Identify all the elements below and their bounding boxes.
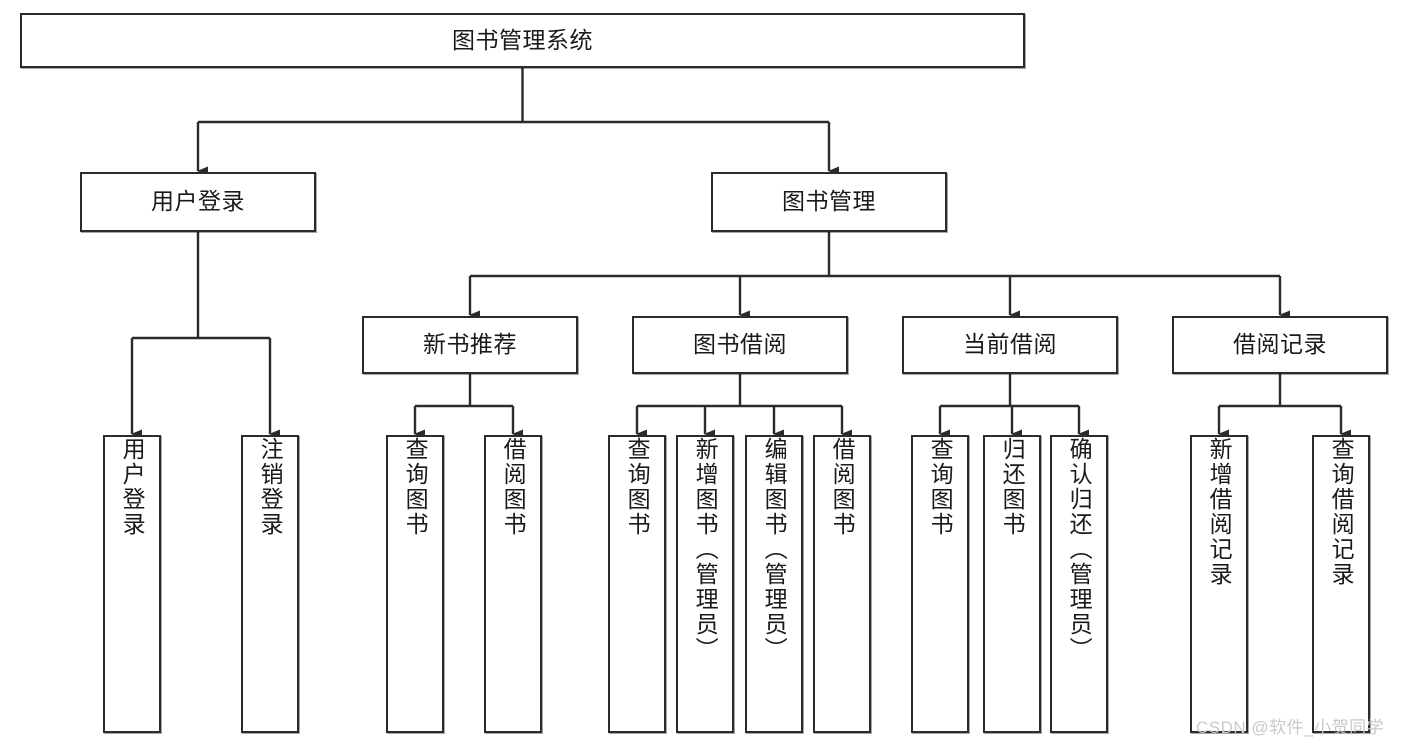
node-label: 查询借阅记录 (1328, 437, 1355, 587)
watermark: CSDN @软件_小贺同学 (1196, 718, 1385, 737)
node-label: 查询图书 (624, 437, 651, 537)
node-leaf7: 编辑图书（管理员） (745, 435, 803, 733)
node-records: 借阅记录 (1172, 316, 1388, 374)
node-leaf12: 新增借阅记录 (1190, 435, 1248, 733)
node-label: 用户登录 (151, 188, 245, 215)
node-label: 查询图书 (927, 437, 954, 537)
node-label: 注销登录 (257, 437, 284, 537)
node-borrow: 图书借阅 (632, 316, 848, 374)
node-label: 借阅图书 (829, 437, 856, 537)
node-newbook: 新书推荐 (362, 316, 578, 374)
node-label: 图书管理系统 (452, 26, 593, 53)
edge-layer (130, 68, 1351, 439)
node-login: 用户登录 (80, 172, 316, 232)
node-label: 新增图书（管理员） (692, 437, 719, 662)
node-label: 新书推荐 (423, 331, 517, 358)
node-label: 图书借阅 (693, 331, 787, 358)
node-leaf9: 查询图书 (911, 435, 969, 733)
node-leaf6: 新增图书（管理员） (676, 435, 734, 733)
node-leaf5: 查询图书 (608, 435, 666, 733)
node-bookmgmt: 图书管理 (711, 172, 947, 232)
node-label: 当前借阅 (963, 331, 1057, 358)
node-label: 图书管理 (782, 188, 876, 215)
node-label: 新增借阅记录 (1206, 437, 1233, 587)
node-label: 归还图书 (999, 437, 1026, 537)
node-label: 借阅记录 (1233, 331, 1327, 358)
node-label: 借阅图书 (500, 437, 527, 537)
node-leaf8: 借阅图书 (813, 435, 871, 733)
node-root: 图书管理系统 (20, 13, 1025, 68)
node-leaf13: 查询借阅记录 (1312, 435, 1370, 733)
node-leaf3: 查询图书 (386, 435, 444, 733)
node-label: 编辑图书（管理员） (761, 437, 788, 662)
node-leaf11: 确认归还（管理员） (1050, 435, 1108, 733)
node-leaf2: 注销登录 (241, 435, 299, 733)
node-label: 用户登录 (119, 437, 146, 537)
node-label: 确认归还（管理员） (1066, 437, 1093, 662)
node-leaf4: 借阅图书 (484, 435, 542, 733)
node-label: 查询图书 (402, 437, 429, 537)
node-current: 当前借阅 (902, 316, 1118, 374)
node-leaf10: 归还图书 (983, 435, 1041, 733)
node-leaf1: 用户登录 (103, 435, 161, 733)
